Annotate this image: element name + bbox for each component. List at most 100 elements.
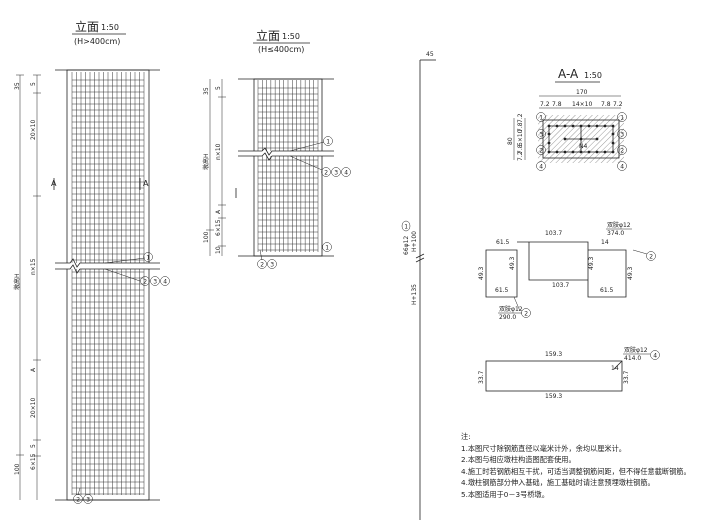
svg-text:4: 4 (539, 163, 543, 170)
svg-text:4: 4 (653, 352, 657, 359)
svg-text:1: 1 (146, 254, 150, 261)
svg-text:100: 100 (14, 463, 21, 475)
svg-text:14: 14 (601, 239, 609, 246)
svg-text:7.8: 7.8 (552, 101, 562, 108)
svg-text:7.8: 7.8 (517, 122, 524, 132)
svg-text:14: 14 (611, 365, 619, 372)
svg-text:n×10: n×10 (215, 143, 222, 160)
svg-text:5×10: 5×10 (517, 129, 524, 146)
svg-text:n×15: n×15 (30, 258, 37, 275)
svg-text:H+135: H+135 (411, 284, 418, 305)
notes-title: 注: (461, 432, 471, 441)
svg-text:49.3: 49.3 (588, 256, 595, 270)
note-item: 4.墩柱钢筋部分伸入基础，施工基础时请注意预埋墩柱钢筋。 (461, 478, 655, 488)
svg-text:2: 2 (649, 253, 653, 260)
svg-text:2: 2 (324, 169, 328, 176)
svg-text:2: 2 (143, 278, 147, 285)
svg-text:3: 3 (539, 131, 543, 138)
section-aa: A-A 1:50 170 7.2 7.8 14×10 7.8 7.2 N4 7.… (507, 67, 627, 171)
svg-text:1: 1 (325, 244, 329, 251)
svg-text:49.3: 49.3 (509, 256, 516, 270)
svg-text:103.7: 103.7 (545, 230, 562, 237)
svg-text:159.3: 159.3 (545, 393, 562, 400)
view2-callouts: 1 2 3 4 1 2 3 (257, 136, 351, 269)
view2-rebar-grid (257, 80, 319, 252)
view1-subtitle: (H>400cm) (74, 37, 120, 46)
svg-text:4: 4 (344, 169, 348, 176)
svg-text:1: 1 (404, 223, 408, 230)
svg-text:1: 1 (539, 114, 543, 121)
svg-text:374.0: 374.0 (607, 230, 624, 237)
svg-text:7.2: 7.2 (517, 113, 524, 123)
section-rebar-n4: N4 (579, 143, 587, 150)
svg-text:170: 170 (576, 89, 588, 96)
view1-rebar-grid (71, 72, 145, 495)
svg-text:7.8: 7.8 (517, 144, 524, 154)
svg-text:5: 5 (30, 444, 37, 448)
svg-text:66φ12: 66φ12 (403, 236, 410, 255)
svg-text:3: 3 (86, 496, 90, 503)
svg-text:3: 3 (153, 278, 157, 285)
svg-text:7.2: 7.2 (517, 151, 524, 161)
view1-callouts: 1 2 3 4 2 3 (73, 252, 170, 504)
view1-section-mark-right: A (143, 179, 149, 188)
svg-text:5: 5 (30, 82, 37, 86)
view1-scale: 1:50 (101, 23, 119, 32)
svg-text:5: 5 (215, 86, 222, 90)
svg-text:2: 2 (620, 147, 624, 154)
svg-text:3: 3 (334, 169, 338, 176)
svg-text:2: 2 (260, 261, 264, 268)
note-item: 2.本图与相应墩柱构造图配套使用。 (461, 455, 576, 465)
svg-text:20×10: 20×10 (30, 120, 37, 140)
center-rebar-line: 45 66φ12 H+100 H+135 1 (401, 51, 436, 520)
section-title: A-A (558, 67, 579, 81)
svg-text:33.7: 33.7 (623, 370, 630, 384)
svg-text:159.3: 159.3 (545, 351, 562, 358)
view2-elevation: 立面 1:50 (H≤400cm) 35 5 n×10 A 6×15 100 1… (202, 28, 351, 269)
svg-text:49.3: 49.3 (478, 266, 485, 280)
svg-text:1: 1 (620, 114, 624, 121)
svg-text:100: 100 (203, 231, 210, 243)
svg-text:双肢φ12: 双肢φ12 (624, 346, 648, 354)
note-item: 1.本图尺寸除钢筋直径以毫米计外，余均以厘米计。 (461, 443, 626, 453)
svg-text:2: 2 (76, 496, 80, 503)
svg-text:20×10: 20×10 (30, 398, 37, 418)
svg-text:6×15: 6×15 (30, 453, 37, 470)
svg-text:80: 80 (507, 137, 514, 145)
svg-text:双肢φ12: 双肢φ12 (607, 221, 631, 229)
section-callouts: 1 1 3 3 2 2 4 4 (536, 112, 627, 171)
svg-text:2: 2 (539, 147, 543, 154)
svg-text:10: 10 (215, 246, 222, 254)
svg-text:2: 2 (524, 310, 528, 317)
svg-text:A: A (30, 367, 37, 372)
svg-text:290.0: 290.0 (499, 314, 516, 321)
svg-text:4: 4 (163, 278, 167, 285)
view1-title: 立面 (75, 19, 99, 34)
svg-text:7.8: 7.8 (601, 101, 611, 108)
svg-text:103.7: 103.7 (552, 282, 569, 289)
svg-text:7.2: 7.2 (613, 101, 623, 108)
svg-text:61.5: 61.5 (496, 239, 510, 246)
svg-text:61.5: 61.5 (495, 287, 509, 294)
note-item: 4.施工时若钢筋相互干扰，可适当调整钢筋间距，但不得任意截断钢筋。 (461, 466, 691, 476)
view1-section-mark-left: A (51, 179, 57, 188)
note-item: 5.本图适用于0－3号桥墩。 (461, 489, 549, 499)
svg-text:14×10: 14×10 (572, 101, 592, 108)
svg-text:33.7: 33.7 (478, 370, 485, 384)
view1-left-label: 墩高H (13, 273, 21, 290)
svg-text:61.5: 61.5 (600, 287, 614, 294)
svg-text:A: A (215, 209, 222, 214)
view2-subtitle: (H≤400cm) (258, 45, 304, 54)
section-rebar-dots (547, 124, 615, 154)
view2-scale: 1:50 (282, 32, 300, 41)
svg-text:35: 35 (14, 82, 21, 90)
svg-text:1: 1 (326, 138, 330, 145)
center-top-dim: 45 (426, 51, 434, 58)
view1-elevation: 立面 1:50 (H>400cm) 35 5 20×10 n×15 A 20×1… (13, 19, 170, 504)
svg-text:H+100: H+100 (411, 231, 418, 252)
svg-text:414.0: 414.0 (624, 355, 641, 362)
svg-text:3: 3 (620, 131, 624, 138)
svg-text:3: 3 (270, 261, 274, 268)
notes-block: 注: 1.本图尺寸除钢筋直径以毫米计外，余均以厘米计。 2.本图与相应墩柱构造图… (461, 431, 716, 501)
